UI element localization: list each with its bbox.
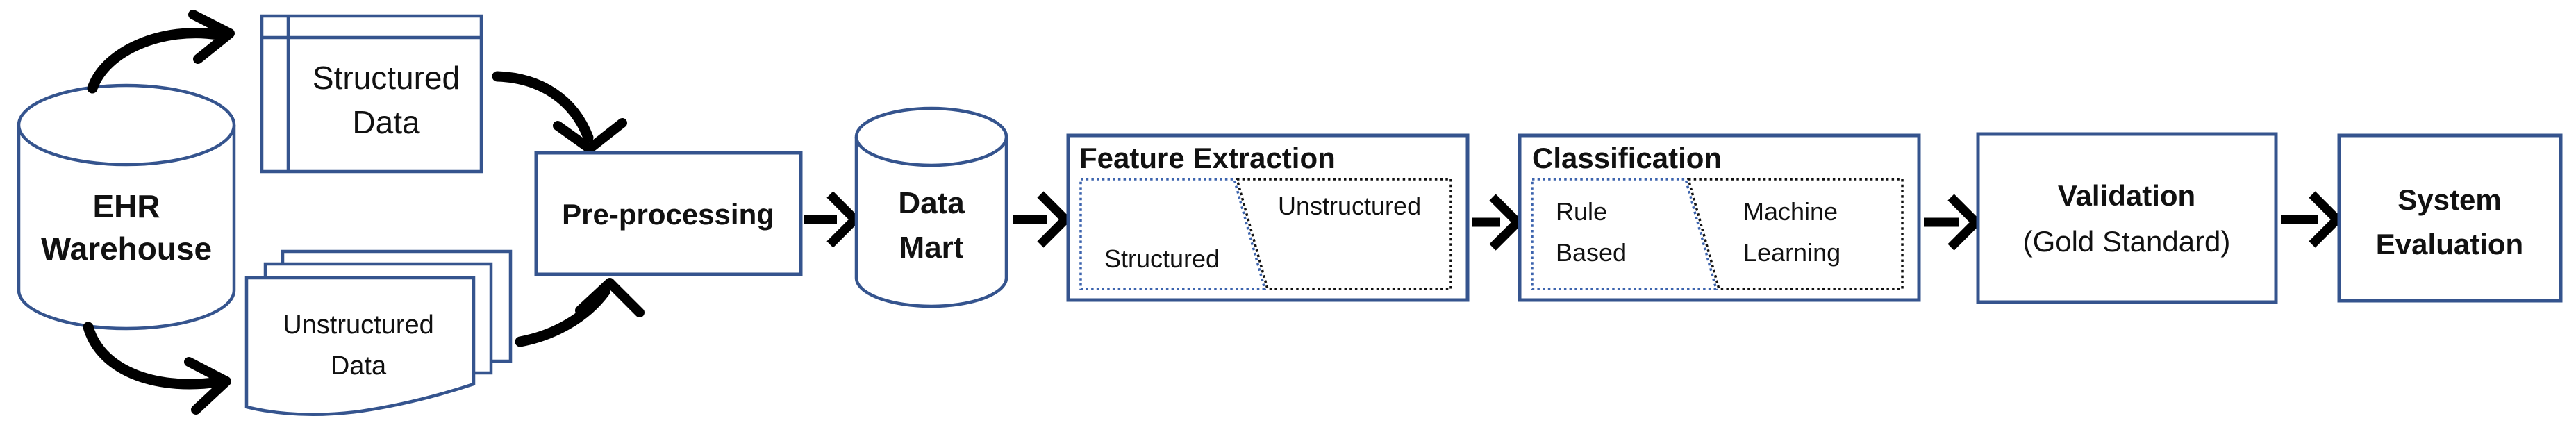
data-mart-cylinder: Data Mart — [854, 106, 1008, 308]
classification-ml-label-line1: Machine — [1743, 197, 1838, 226]
feature-extraction-unstructured-label: Unstructured — [1278, 192, 1421, 220]
arrow-curve — [492, 71, 594, 143]
structured-table-outline — [260, 14, 483, 174]
ehr-warehouse-cylinder: EHR Warehouse — [17, 83, 236, 331]
arrow-unstructured-to-preprocessing — [515, 278, 645, 347]
ehr-warehouse-label-line2: Warehouse — [41, 231, 212, 267]
page-front — [244, 276, 476, 417]
arrow-head-icon — [1947, 194, 1983, 251]
classification-outline — [1518, 133, 1921, 302]
classification-ml-label-line2: Learning — [1743, 238, 1840, 267]
arrow-curve — [83, 322, 224, 390]
arrow-ehr-to-structured — [87, 10, 235, 94]
classification-title: Classification — [1532, 142, 1722, 174]
validation-outline — [1976, 132, 2278, 304]
validation-label-line1: Validation — [2058, 179, 2195, 212]
preprocessing-label: Pre-processing — [562, 198, 774, 231]
structured-data-table: Structured Data — [260, 14, 483, 174]
ehr-cylinder-body — [17, 125, 236, 331]
arrow-ehr-to-unstructured — [83, 322, 231, 415]
data-mart-label-line1: Data — [898, 186, 965, 220]
feature-extraction-structured-label: Structured — [1104, 244, 1220, 273]
arrow-head-icon — [1037, 191, 1072, 248]
arrow-head-icon — [1489, 194, 1524, 251]
arrow-head-icon — [553, 118, 627, 153]
arrow-validation-to-system-evaluation — [2281, 191, 2344, 248]
structured-data-label-line1: Structured — [313, 60, 460, 96]
feature-extraction-box: Feature Extraction Structured Unstructur… — [1066, 133, 1470, 302]
arrow-classification-to-validation — [1924, 194, 1983, 251]
arrow-curve — [87, 28, 224, 94]
feature-extraction-structured-region — [1079, 178, 1267, 290]
arrow-head-icon — [2309, 191, 2344, 248]
unstructured-data-label-line2: Data — [331, 351, 387, 381]
classification-rule-label-line2: Based — [1556, 238, 1627, 267]
system-evaluation-box: System Evaluation — [2337, 133, 2563, 303]
structured-data-label-line2: Data — [352, 104, 420, 140]
datamart-cylinder-top — [854, 106, 1008, 167]
feature-extraction-outline — [1066, 133, 1470, 302]
classification-rule-based-region — [1531, 178, 1718, 290]
ehr-warehouse-label-line1: EHR — [92, 188, 160, 224]
datamart-cylinder-body — [854, 137, 1008, 308]
classification-box: Classification Rule Based Machine Learni… — [1518, 133, 1921, 302]
arrow-head-icon — [188, 10, 235, 64]
preprocessing-box: Pre-processing — [534, 151, 803, 276]
arrow-datamart-to-feature-extraction — [1013, 191, 1072, 248]
feature-extraction-title: Feature Extraction — [1079, 142, 1336, 174]
unstructured-data-pages: Unstructured Data — [244, 249, 513, 417]
arrow-feature-extraction-to-classification — [1472, 194, 1524, 251]
data-mart-label-line2: Mart — [899, 231, 964, 265]
validation-label-line2: (Gold Standard) — [2023, 225, 2231, 258]
ehr-cylinder-top — [17, 83, 236, 167]
classification-rule-label-line1: Rule — [1556, 197, 1607, 226]
unstructured-data-label-line1: Unstructured — [283, 310, 434, 340]
validation-box: Validation (Gold Standard) — [1976, 132, 2278, 304]
preprocessing-outline — [534, 151, 803, 276]
arrow-structured-to-preprocessing — [492, 71, 627, 153]
arrow-head-icon — [575, 278, 645, 317]
system-evaluation-outline — [2337, 133, 2563, 303]
system-evaluation-label-line1: System — [2398, 183, 2501, 216]
arrow-head-icon — [184, 357, 231, 415]
arrow-preprocessing-to-datamart — [804, 191, 862, 248]
system-evaluation-label-line2: Evaluation — [2376, 228, 2523, 260]
